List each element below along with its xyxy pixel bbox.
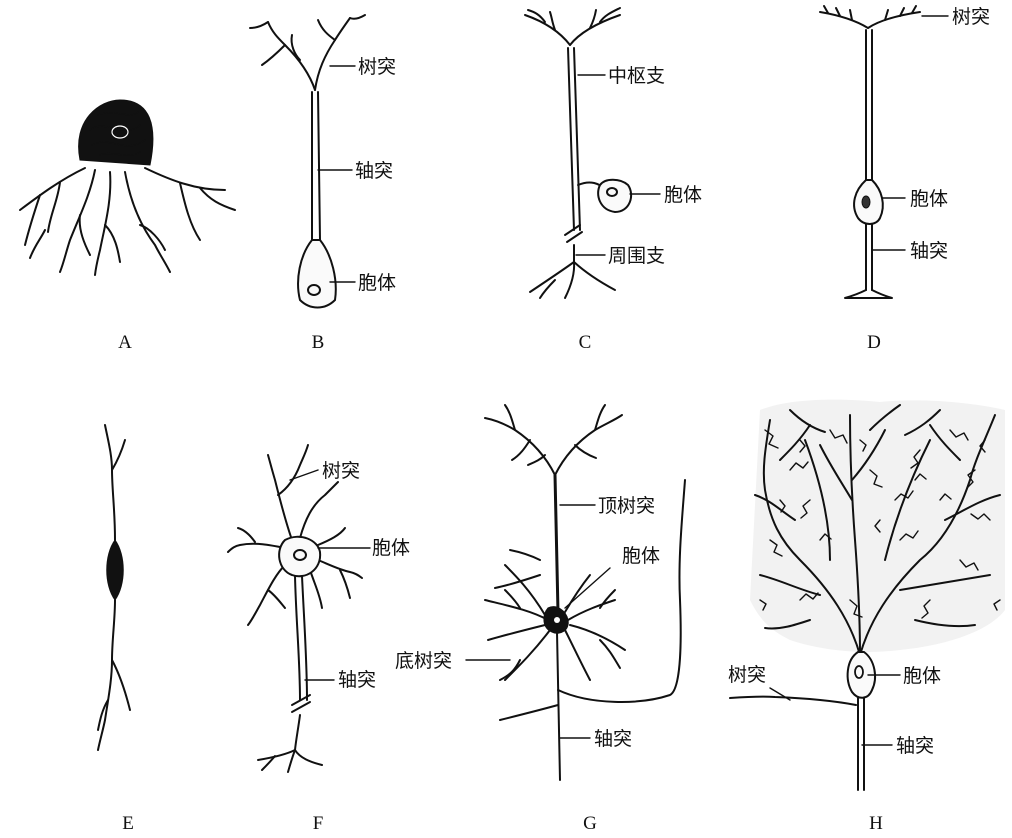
- panel-f-dendrite-label: 树突: [322, 460, 360, 482]
- panel-h-axon-collateral: [730, 697, 856, 705]
- panel-h-neuron: [730, 400, 1005, 790]
- panel-a-letter: A: [118, 332, 132, 353]
- panel-a-soma-tangle: [79, 100, 153, 165]
- panel-c-peripheral-terminals: [530, 262, 615, 298]
- panel-f-soma: [279, 537, 320, 577]
- panel-e-neuron: [98, 425, 130, 750]
- panel-g-letter: G: [583, 813, 597, 834]
- panel-h-letter: H: [869, 813, 883, 834]
- panel-g-leader-lines: [466, 505, 610, 738]
- panel-d-dendrites: [820, 6, 920, 28]
- panel-g-axon-collateral-left: [500, 705, 558, 720]
- panel-f-axon-distal: [295, 715, 300, 750]
- panel-d-dendrite-label: 树突: [952, 6, 990, 28]
- panel-b-soma: [298, 240, 336, 308]
- panel-d-axon-label: 轴突: [910, 240, 948, 262]
- panel-h-axon: [858, 698, 864, 790]
- panel-g-soma-label: 胞体: [622, 545, 660, 567]
- panel-h-dendritic-arbor: [750, 400, 1005, 655]
- panel-b-axon-label: 轴突: [355, 160, 393, 182]
- panel-g-axon-label: 轴突: [594, 728, 632, 750]
- panel-g-nucleus: [554, 617, 560, 623]
- panel-d-leader-lines: [872, 16, 948, 250]
- panel-a-processes: [20, 168, 235, 275]
- panel-f-axon: [295, 576, 307, 700]
- panel-c-soma-label: 胞体: [664, 184, 702, 206]
- panel-c-leader-lines: [576, 75, 660, 255]
- panel-d-terminal: [845, 290, 892, 298]
- panel-g-apical-tuft: [485, 405, 622, 475]
- panel-d-soma-label: 胞体: [910, 188, 948, 210]
- panel-a-neuron: [20, 100, 235, 275]
- panel-f-break-mark: [292, 695, 310, 712]
- panel-h-soma-label: 胞体: [903, 665, 941, 687]
- panel-g-basal-dendrite-label: 底树突: [395, 650, 452, 672]
- panel-b-dendrites: [250, 15, 365, 90]
- panel-b-dendrite-label: 树突: [358, 56, 396, 78]
- panel-c-central-branch-label: 中枢支: [608, 65, 665, 87]
- panel-h-leader-lines: [770, 675, 900, 745]
- panel-d-axon: [866, 224, 872, 290]
- panel-h-dendrite-label: 树突: [728, 664, 766, 686]
- panel-c-letter: C: [579, 332, 592, 353]
- panel-g-apical-trunk: [555, 475, 558, 612]
- panel-b-neuron: [250, 15, 365, 308]
- panel-f-soma-label: 胞体: [372, 537, 410, 559]
- panel-b-letter: B: [312, 332, 325, 353]
- panel-d-process: [866, 30, 872, 180]
- panel-d-letter: D: [867, 332, 881, 353]
- panel-f-neuron: [228, 445, 370, 772]
- panel-f-axon-label: 轴突: [338, 669, 376, 691]
- panel-g-apical-dendrite-label: 顶树突: [598, 495, 655, 517]
- panel-c-peripheral-branch-label: 周围支: [608, 245, 665, 267]
- panel-e-letter: E: [122, 813, 134, 834]
- panel-f-axon-terminals: [258, 750, 322, 772]
- panel-e-soma: [107, 540, 124, 600]
- panel-g-neuron: [466, 405, 685, 780]
- panel-d-nucleus: [862, 196, 870, 208]
- panel-b-axon: [312, 92, 320, 240]
- panel-f-letter: F: [313, 813, 324, 834]
- panel-h-axon-label: 轴突: [896, 735, 934, 757]
- panel-b-soma-label: 胞体: [358, 272, 396, 294]
- panel-c-central-terminals: [525, 8, 620, 45]
